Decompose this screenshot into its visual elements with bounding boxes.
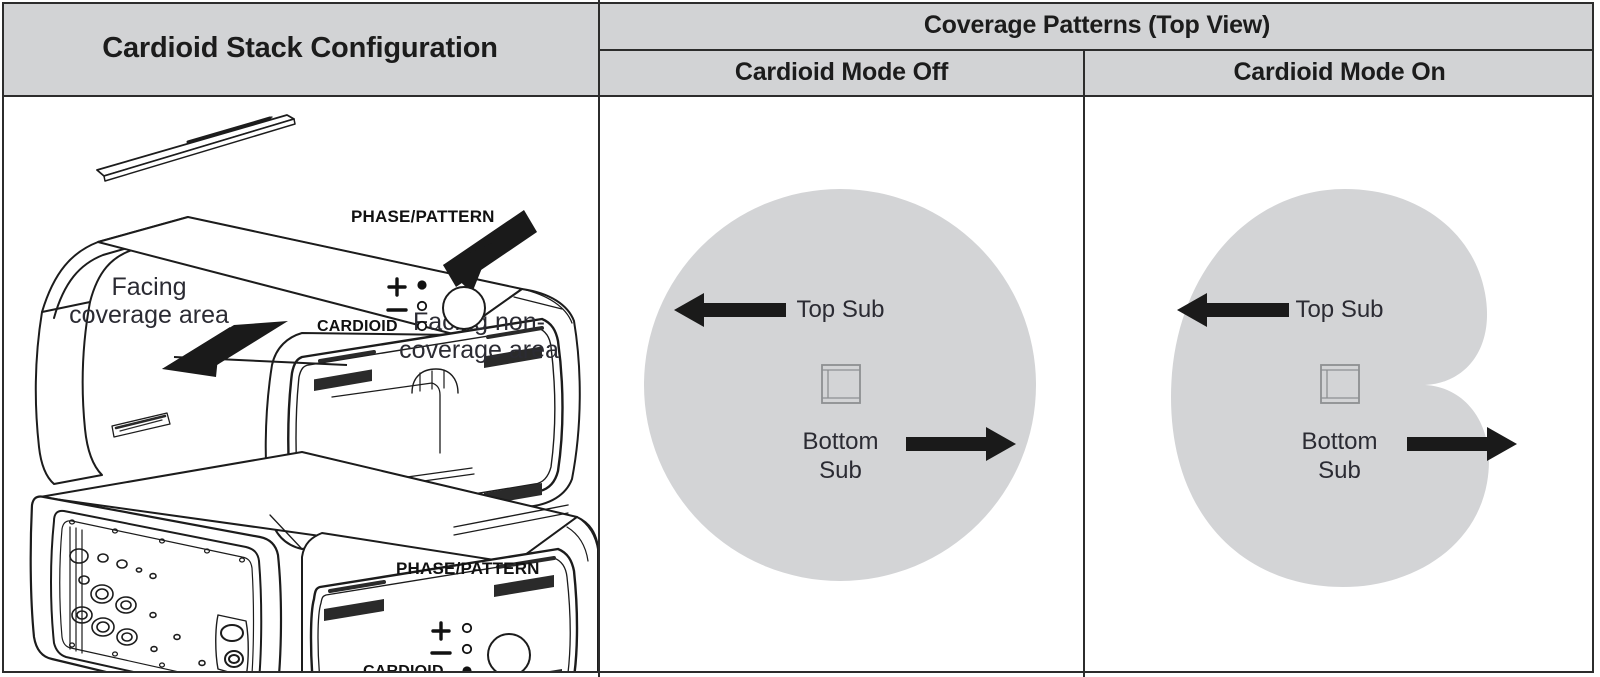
cell-coverage-pattern-off: Top Sub Bottom Sub: [600, 97, 1083, 673]
cell-coverage-pattern-on: Top Sub Bottom Sub: [1085, 97, 1594, 673]
header-title-cardioid-mode-on: Cardioid Mode On: [1233, 58, 1446, 87]
cell-cardioid-stack-illustration: Facing coverage area Facing non- coverag…: [2, 97, 598, 673]
header-title-coverage-patterns: Coverage Patterns (Top View): [923, 10, 1271, 39]
encoder-knob-top: [442, 286, 486, 330]
header-cell-stack-configuration: Cardioid Stack Configuration: [2, 2, 598, 95]
label-bottom-sub-off: Bottom Sub: [758, 428, 923, 486]
divider-header-body: [2, 95, 1594, 97]
callout-facing-coverage-line2: coverage area: [69, 301, 229, 329]
led-bottom-hollow: [416, 320, 428, 332]
label-bottom-sub-off-line1: Bottom: [802, 428, 879, 455]
header-title-stack-configuration: Cardioid Stack Configuration: [102, 31, 498, 64]
label-bottom-sub-on-line1: Bottom: [1301, 428, 1378, 455]
bottom-sub-arrow-right-on: [1407, 427, 1517, 461]
plus-minus-icon-bottom: [430, 621, 452, 655]
label-top-sub-off: Top Sub: [796, 296, 885, 323]
label-bottom-sub-on-line2: Sub: [1318, 456, 1361, 484]
callout-facing-coverage-line1: Facing: [111, 273, 187, 301]
divider-column-modes: [1083, 49, 1085, 677]
callout-facing-coverage-area: Facing coverage area: [64, 273, 234, 329]
bottom-sub-arrow-right: [906, 427, 1016, 461]
detached-grille-bar: [96, 114, 296, 182]
divider-coverage-subheader: [598, 49, 1594, 51]
callout-facing-noncoverage-line2: coverage area: [399, 336, 559, 364]
led-middle-hollow: [416, 300, 428, 312]
arrow-phase-pattern-top: [443, 210, 537, 293]
label-top-sub-on: Top Sub: [1295, 296, 1384, 323]
sub-stack-top-view-icon: [821, 364, 861, 404]
led-top-hollow: [461, 622, 473, 634]
rear-panel-connectors: [69, 548, 206, 667]
encoder-knob-bottom: [487, 633, 531, 673]
stack-line-drawing: [29, 114, 598, 673]
bottom-unit-cardioid-label: CARDIOID: [363, 663, 444, 673]
label-bottom-sub-on: Bottom Sub: [1257, 428, 1422, 486]
header-title-cardioid-mode-off: Cardioid Mode Off: [734, 58, 949, 87]
top-sub-arrow-left-on: [1177, 293, 1289, 327]
sub-stack-top-view-icon-on: [1320, 364, 1360, 404]
arrow-facing-coverage: [162, 321, 288, 377]
label-bottom-sub-off-line2: Sub: [819, 456, 862, 484]
coverage-pattern-on-graphic: [1171, 189, 1517, 587]
header-cell-cardioid-mode-on: Cardioid Mode On: [1085, 51, 1594, 95]
led-top-filled: [417, 280, 427, 290]
divider-column-left: [598, 0, 600, 677]
top-unit-phase-pattern-label: PHASE/PATTERN: [351, 207, 495, 226]
bottom-unit-phase-pattern-label: PHASE/PATTERN: [396, 559, 540, 578]
top-unit-cardioid-label: CARDIOID: [317, 318, 398, 335]
header-cell-coverage-patterns: Coverage Patterns (Top View): [600, 2, 1594, 49]
header-cell-cardioid-mode-off: Cardioid Mode Off: [600, 51, 1083, 95]
coverage-pattern-off-graphic: [644, 189, 1036, 581]
top-unit-control-cluster: [386, 277, 486, 332]
led-middle-hollow-2: [461, 643, 473, 655]
plus-minus-icon-top: [386, 277, 408, 312]
bose-logo: [111, 412, 171, 438]
top-sub-arrow-left: [674, 293, 786, 327]
bottom-speaker-cabinet: [29, 451, 598, 673]
